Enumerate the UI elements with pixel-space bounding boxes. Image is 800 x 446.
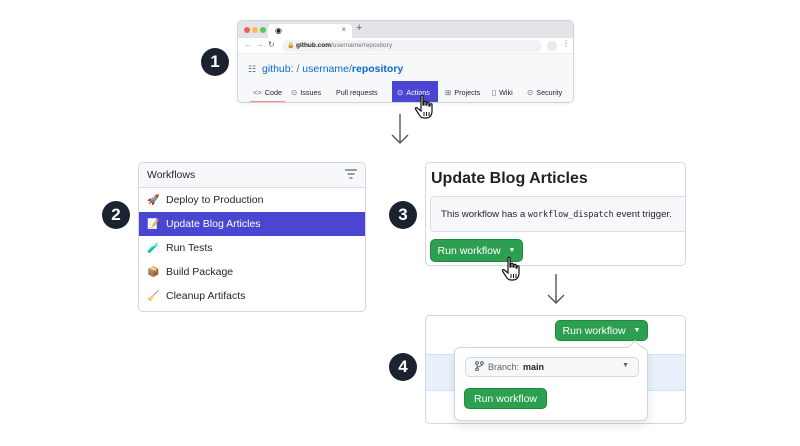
branch-select[interactable]: Branch: main ▼ [465, 357, 639, 377]
step-number: 1 [210, 52, 219, 72]
tab-security[interactable]: ⊙ Security [522, 81, 567, 103]
caret-down-icon: ▼ [622, 362, 629, 369]
workflow-item-run-tests[interactable]: 🧪 Run Tests [139, 236, 365, 260]
close-window-dot[interactable] [244, 27, 250, 33]
down-arrow-icon [546, 273, 566, 305]
workflow-item-build-package[interactable]: 📦 Build Package [139, 260, 365, 284]
hand-cursor-icon [501, 256, 523, 287]
tab-label: Code [265, 88, 282, 97]
run-workflow-toggle-button[interactable]: Run workflow ▼ [555, 320, 648, 341]
reload-icon[interactable]: ↻ [268, 40, 275, 49]
tab-label: Security [536, 88, 562, 97]
test-tube-icon: 🧪 [147, 243, 160, 254]
workflow-item-deploy-to-production[interactable]: 🚀 Deploy to Production [139, 188, 365, 212]
run-workflow-popover: Branch: main ▼ [454, 347, 648, 421]
book-icon: ▯ [492, 88, 496, 97]
workflow-label: Run Tests [166, 242, 213, 254]
table-icon: ⊞ [445, 88, 451, 97]
filter-icon[interactable] [345, 169, 357, 182]
repo-icon: ☷ [248, 64, 256, 74]
tab-label: Pull requests [336, 88, 378, 97]
browser-tabstrip: ◉ × + [238, 21, 573, 38]
workflow-label: Update Blog Articles [166, 218, 261, 230]
down-arrow-icon [390, 113, 410, 145]
browser-tab[interactable]: ◉ × [268, 24, 352, 38]
browser-toolbar: ← → ↻ 🔒 github.com/username/repository ⋮ [238, 38, 573, 54]
tab-pull-requests[interactable]: ⹯ Pull requests [328, 81, 383, 103]
caret-down-icon: ▼ [509, 247, 516, 254]
play-icon: ⊙ [397, 88, 403, 97]
code-icon: <> [253, 88, 262, 97]
step-number: 4 [398, 357, 407, 377]
tab-wiki[interactable]: ▯ Wiki [487, 81, 518, 103]
workflow-title: Update Blog Articles [431, 170, 588, 188]
step-badge-1: 1 [201, 48, 229, 76]
repo-name-link[interactable]: repository [352, 63, 403, 75]
button-label: Run workflow [438, 245, 501, 257]
tab-projects[interactable]: ⊞ Projects [440, 81, 485, 103]
workflow-label: Build Package [166, 266, 233, 278]
workflows-title: Workflows [147, 169, 195, 181]
url-path: /username/repository [331, 42, 392, 49]
branch-value: main [523, 362, 544, 372]
tab-label: Projects [454, 88, 480, 97]
git-branch-icon [475, 361, 484, 373]
maximize-window-dot[interactable] [260, 27, 266, 33]
tab-issues[interactable]: ⊙ Issues [286, 81, 326, 103]
branch-label: Branch: [488, 362, 519, 372]
step-badge-2: 2 [102, 201, 130, 229]
github-logo-icon: ◉ [275, 26, 282, 35]
close-tab-icon[interactable]: × [341, 25, 346, 34]
tab-label: Issues [300, 88, 321, 97]
step-badge-3: 3 [389, 201, 417, 229]
workflow-label: Cleanup Artifacts [166, 290, 245, 302]
package-icon: 📦 [147, 267, 160, 278]
dispatch-notice: This workflow has a workflow_dispatch ev… [430, 196, 686, 232]
address-bar[interactable]: 🔒 github.com/username/repository [282, 40, 542, 52]
new-tab-icon[interactable]: + [356, 22, 362, 34]
back-icon[interactable]: ← [244, 40, 252, 49]
workflows-panel: Workflows 🚀 Deploy to Production 📝 Updat… [138, 162, 366, 312]
tab-label: Wiki [499, 88, 513, 97]
repo-host[interactable]: github: [262, 63, 294, 75]
caret-down-icon: ▼ [634, 327, 641, 334]
notice-code: workflow_dispatch [528, 209, 614, 219]
notice-text: This workflow has a [441, 209, 528, 220]
broom-icon: 🧹 [147, 291, 160, 302]
tab-code[interactable]: <> Code [248, 81, 287, 103]
browser-menu-icon[interactable]: ⋮ [562, 39, 570, 48]
forward-icon[interactable]: → [256, 40, 264, 49]
step-badge-4: 4 [389, 353, 417, 381]
step-number: 3 [398, 205, 407, 225]
shield-icon: ⊙ [527, 88, 533, 97]
notice-text: event trigger. [614, 209, 672, 220]
button-label: Run workflow [474, 393, 537, 405]
button-label: Run workflow [563, 325, 626, 337]
memo-icon: 📝 [147, 219, 160, 230]
rocket-icon: 🚀 [147, 195, 160, 206]
submit-run-workflow-button[interactable]: Run workflow [464, 388, 547, 409]
repo-owner-link[interactable]: username [302, 63, 349, 75]
lock-icon: 🔒 [287, 40, 294, 52]
workflow-item-update-blog-articles[interactable]: 📝 Update Blog Articles [139, 212, 365, 236]
url-host: github.com [296, 42, 331, 49]
browser-window: ◉ × + ← → ↻ 🔒 github.com/username/reposi… [237, 20, 574, 103]
profile-avatar[interactable] [547, 41, 557, 51]
minimize-window-dot[interactable] [252, 27, 258, 33]
issue-icon: ⊙ [291, 88, 297, 97]
workflow-label: Deploy to Production [166, 194, 263, 206]
workflow-item-cleanup-artifacts[interactable]: 🧹 Cleanup Artifacts [139, 284, 365, 308]
breadcrumb-separator: / [296, 63, 299, 75]
hand-cursor-icon [414, 94, 436, 125]
repo-breadcrumb: ☷ github: / username/repository [248, 63, 403, 75]
repo-nav-tabs: <> Code ⊙ Issues ⹯ Pull requests ⊙ Actio… [238, 81, 573, 103]
step-number: 2 [111, 205, 120, 225]
workflows-header: Workflows [139, 163, 365, 188]
